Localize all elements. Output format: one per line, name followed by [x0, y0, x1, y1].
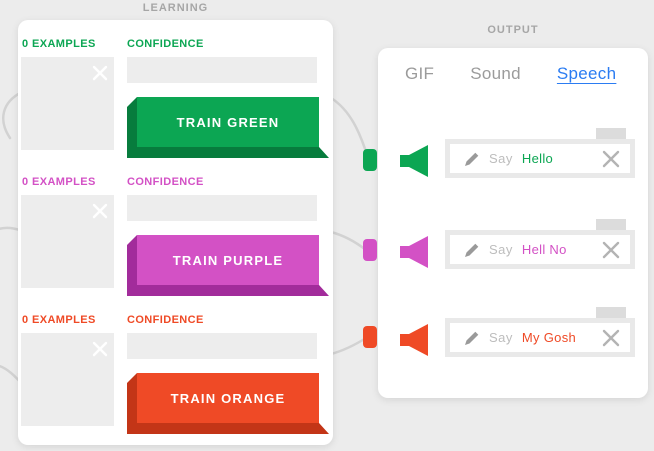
train-button-label: TRAIN GREEN — [137, 97, 319, 147]
example-preview-box — [21, 195, 114, 288]
speech-row-purple: Say Hell No — [378, 219, 648, 290]
tab-sound[interactable]: Sound — [470, 64, 521, 83]
say-label: Say — [489, 242, 513, 257]
tab-gif[interactable]: GIF — [405, 64, 435, 83]
say-input-green[interactable]: Say Hello — [445, 139, 635, 178]
button-bevel — [127, 97, 329, 158]
example-preview-box — [21, 333, 114, 426]
output-panel: GIF Sound Speech Say Hello Say Hell No — [378, 48, 648, 398]
confidence-bar — [127, 195, 317, 221]
confidence-label: CONFIDENCE — [127, 314, 204, 326]
pencil-icon[interactable] — [465, 330, 480, 345]
plug-green — [363, 149, 377, 171]
class-row-green: 0 EXAMPLES CONFIDENCE TRAIN GREEN — [18, 36, 333, 166]
examples-count-label: 0 EXAMPLES — [22, 38, 96, 50]
speaker-icon[interactable] — [400, 324, 428, 356]
pencil-icon[interactable] — [465, 242, 480, 257]
confidence-label: CONFIDENCE — [127, 176, 204, 188]
say-input-purple[interactable]: Say Hell No — [445, 230, 635, 269]
train-button-label: TRAIN PURPLE — [137, 235, 319, 285]
close-icon[interactable] — [92, 203, 108, 219]
confidence-label: CONFIDENCE — [127, 38, 204, 50]
button-bevel — [127, 235, 329, 296]
close-icon[interactable] — [601, 328, 621, 348]
example-preview-box — [21, 57, 114, 150]
wire-purple-output — [329, 230, 368, 252]
wire-green-output — [329, 96, 370, 160]
say-value[interactable]: Hello — [521, 151, 554, 166]
class-row-orange: 0 EXAMPLES CONFIDENCE TRAIN ORANGE — [18, 312, 333, 442]
output-section-header: OUTPUT — [487, 24, 539, 36]
say-value[interactable]: My Gosh — [521, 330, 577, 345]
wire-left-green — [2, 90, 24, 140]
confidence-bar — [127, 57, 317, 83]
output-tabs: GIF Sound Speech — [405, 64, 616, 84]
say-value[interactable]: Hell No — [521, 242, 567, 257]
button-bevel — [127, 373, 329, 434]
input-corner-tab — [596, 219, 626, 233]
wire-orange-output — [329, 336, 368, 356]
plug-orange — [363, 326, 377, 348]
class-row-purple: 0 EXAMPLES CONFIDENCE TRAIN PURPLE — [18, 174, 333, 304]
train-green-button[interactable]: TRAIN GREEN — [127, 97, 331, 158]
speaker-icon[interactable] — [400, 145, 428, 177]
train-purple-button[interactable]: TRAIN PURPLE — [127, 235, 331, 296]
plug-purple — [363, 239, 377, 261]
examples-count-label: 0 EXAMPLES — [22, 314, 96, 326]
close-icon[interactable] — [92, 65, 108, 81]
speech-row-orange: Say My Gosh — [378, 307, 648, 378]
learning-section-header: LEARNING — [142, 2, 209, 14]
say-label: Say — [489, 151, 513, 166]
speech-row-green: Say Hello — [378, 128, 648, 199]
tab-speech[interactable]: Speech — [556, 64, 617, 83]
learning-panel: 0 EXAMPLES CONFIDENCE TRAIN GREEN 0 EXAM… — [18, 20, 333, 445]
input-corner-tab — [596, 128, 626, 142]
close-icon[interactable] — [92, 341, 108, 357]
close-icon[interactable] — [601, 149, 621, 169]
confidence-bar — [127, 333, 317, 359]
train-button-label: TRAIN ORANGE — [137, 373, 319, 423]
close-icon[interactable] — [601, 240, 621, 260]
input-corner-tab — [596, 307, 626, 321]
say-label: Say — [489, 330, 513, 345]
speaker-icon[interactable] — [400, 236, 428, 268]
say-input-orange[interactable]: Say My Gosh — [445, 318, 635, 357]
examples-count-label: 0 EXAMPLES — [22, 176, 96, 188]
train-orange-button[interactable]: TRAIN ORANGE — [127, 373, 331, 434]
pencil-icon[interactable] — [465, 151, 480, 166]
